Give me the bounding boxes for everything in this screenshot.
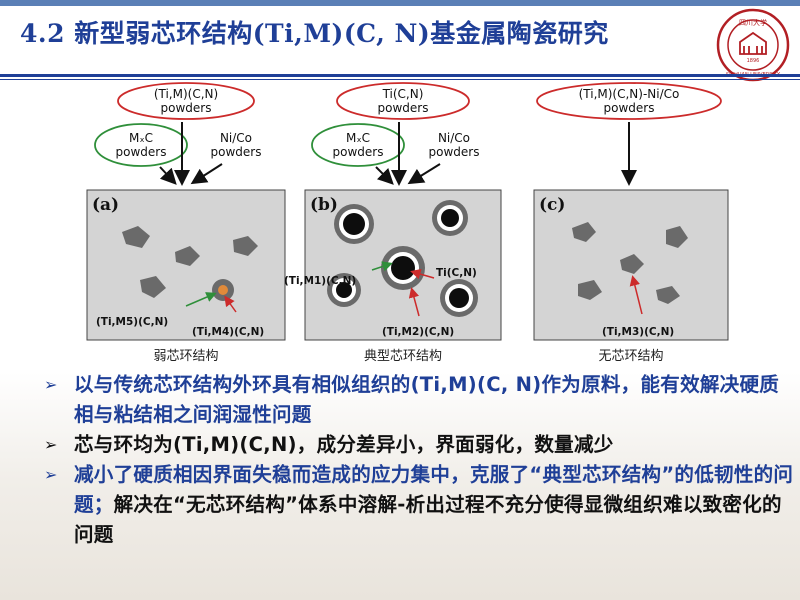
arrow-bullet-icon: ➢ xyxy=(44,465,58,484)
panel-a: (Ti,M)(C,N) powders MₓC powders Ni/Co po… xyxy=(86,82,286,364)
slide-title: 4.2 新型弱芯环结构(Ti,M)(C, N)基金属陶瓷研究 xyxy=(20,19,609,48)
title-divider-thin xyxy=(0,79,800,80)
logo-year: 1896 xyxy=(747,58,760,64)
panel-b-right-powder-line2: powders xyxy=(429,145,480,159)
panel-b-label-m1: (Ti,M1)(C,N) xyxy=(284,275,356,287)
panel-c-top-powder-line2: powders xyxy=(604,101,655,115)
bullet-text-1: 以与传统芯环结构外环具有相似组织的(Ti,M)(C, N)作为原料，能有效解决硬… xyxy=(74,373,780,426)
arrow-bullet-icon: ➢ xyxy=(44,435,58,454)
panel-b-right-powder-line1: Ni/Co xyxy=(438,131,470,145)
panel-a-left-ellipse xyxy=(94,123,188,167)
bullet-item-2: ➢ 芯与环均为(Ti,M)(C,N)，成分差异小，界面弱化，数量减少 xyxy=(44,430,794,460)
panel-b-top-powder-line1: Ti(C,N) xyxy=(382,87,424,101)
panel-a-right-powder-line1: Ni/Co xyxy=(220,131,252,145)
title-divider xyxy=(0,74,800,77)
panel-b: Ti(C,N) powders MₓC powders Ni/Co powder… xyxy=(284,82,502,364)
panel-a-top-powder-line2: powders xyxy=(161,101,212,115)
panel-b-caption: 典型芯环结构 xyxy=(364,349,442,364)
panel-b-left-powder-line1: MₓC xyxy=(346,131,370,145)
university-logo: SICHUAN UNIVERSITY 四川大学 1896 xyxy=(716,8,790,82)
panel-a-top-ellipse xyxy=(117,82,255,120)
panel-c-top-powder-line1: (Ti,M)(C,N)-Ni/Co xyxy=(579,87,680,101)
panel-b-top-powder-line2: powders xyxy=(378,101,429,115)
panel-a-left-powder-line2: powders xyxy=(116,145,167,159)
panel-b-letter: (b) xyxy=(310,195,338,215)
panel-c-caption: 无芯环结构 xyxy=(598,349,663,364)
panel-b-left-ellipse xyxy=(311,123,405,167)
panel-a-caption: 弱芯环结构 xyxy=(153,349,218,364)
panel-c-letter: (c) xyxy=(539,195,565,215)
panel-c: (Ti,M)(C,N)-Ni/Co powders (c) (Ti,M3)(C,… xyxy=(533,82,729,364)
panel-c-top-ellipse xyxy=(536,82,722,120)
panel-a-top-powder-line1: (Ti,M)(C,N) xyxy=(154,87,218,101)
bullet-text-3: 减小了硬质相因界面失稳而造成的应力集中，克服了“典型芯环结构”的低韧性的问题；解… xyxy=(74,463,793,546)
bullet-text-2: 芯与环均为(Ti,M)(C,N)，成分差异小，界面弱化，数量减少 xyxy=(74,433,614,456)
panel-b-left-powder-line2: powders xyxy=(333,145,384,159)
microstructure-diagram: (Ti,M)(C,N) powders MₓC powders Ni/Co po… xyxy=(86,82,729,364)
bullet-item-1: ➢ 以与传统芯环结构外环具有相似组织的(Ti,M)(C, N)作为原料，能有效解… xyxy=(44,370,794,430)
panel-a-left-powder-line1: MₓC xyxy=(129,131,153,145)
panel-b-label-tic: Ti(C,N) xyxy=(436,267,477,279)
bullet-list: ➢ 以与传统芯环结构外环具有相似组织的(Ti,M)(C, N)作为原料，能有效解… xyxy=(44,370,794,550)
logo-name: 四川大学 xyxy=(739,18,767,27)
panel-a-label-m5: (Ti,M5)(C,N) xyxy=(96,316,168,328)
panel-b-top-ellipse xyxy=(336,82,470,120)
bullet-text-3-part-1: 减小了硬质相因界面失稳而造成的应力集中，克服了“典型芯环结构”的低韧性的问题； xyxy=(74,463,794,516)
arrow-bullet-icon: ➢ xyxy=(44,375,58,394)
panel-b-label-m2: (Ti,M2)(C,N) xyxy=(382,326,454,338)
panel-a-letter: (a) xyxy=(92,195,119,215)
bullet-text-3-part-2: 解决在“无芯环结构”体系中溶解-析出过程不充分使得显微组织难以致密化的问题 xyxy=(74,493,782,546)
bullet-item-3: ➢ 减小了硬质相因界面失稳而造成的应力集中，克服了“典型芯环结构”的低韧性的问题… xyxy=(44,460,794,550)
logo-building-icon xyxy=(739,31,767,55)
panel-a-frame xyxy=(86,189,286,341)
panel-a-label-m4: (Ti,M4)(C,N) xyxy=(192,326,264,338)
panel-a-right-powder-line2: powders xyxy=(211,145,262,159)
panel-c-label-m3: (Ti,M3)(C,N) xyxy=(602,326,674,338)
top-accent-bar xyxy=(0,0,800,6)
